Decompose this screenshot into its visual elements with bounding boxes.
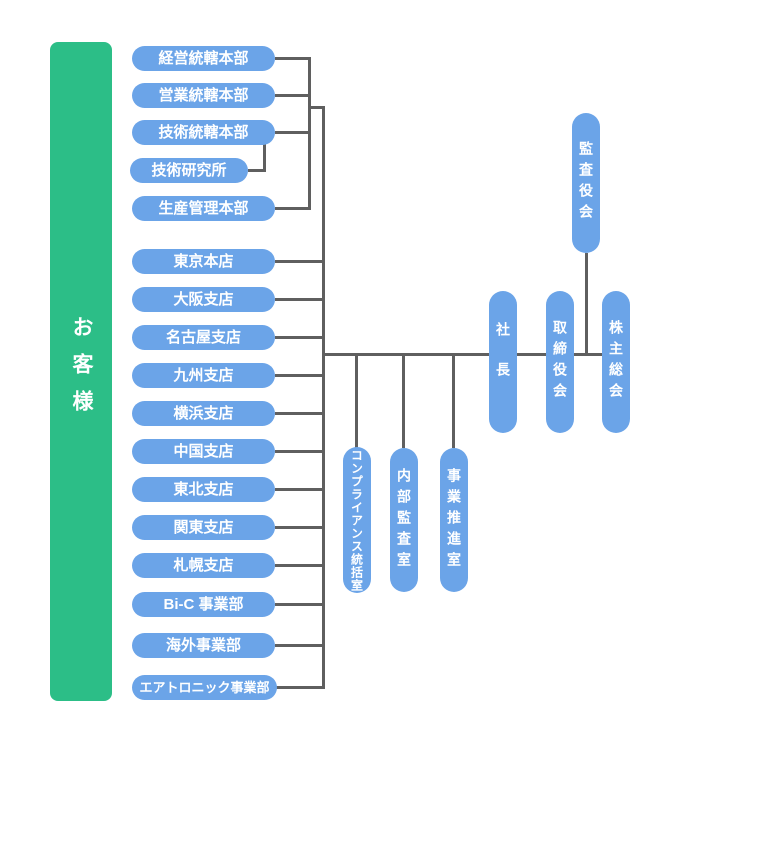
connector-line [275, 686, 322, 689]
node-kyushu-branch: 九州支店 [132, 363, 275, 388]
connector-line [275, 412, 322, 415]
customer-banner: お客様 [50, 42, 112, 701]
connector-line [308, 106, 325, 109]
node-management-hq: 経営統轄本部 [132, 46, 275, 71]
node-production-management-hq: 生産管理本部 [132, 196, 275, 221]
node-sales-hq: 営業統轄本部 [132, 83, 275, 108]
connector-line [275, 298, 322, 301]
node-business-promotion-office: 事業推進室 [440, 448, 468, 592]
connector-line [452, 353, 455, 448]
connector-line [275, 207, 311, 210]
node-overseas-division: 海外事業部 [132, 633, 275, 658]
node-nagoya-branch: 名古屋支店 [132, 325, 275, 350]
connector-line [402, 353, 405, 448]
node-tohoku-branch: 東北支店 [132, 477, 275, 502]
connector-line [263, 144, 266, 172]
connector-line [308, 57, 311, 210]
node-audit-committee: 監査役会 [572, 113, 600, 253]
connector-line [585, 253, 588, 356]
node-airtronic-division: エアトロニック事業部 [132, 675, 277, 700]
connector-line [275, 564, 322, 567]
node-technical-research-institute: 技術研究所 [130, 158, 248, 183]
connector-line [322, 353, 489, 356]
node-sapporo-branch: 札幌支店 [132, 553, 275, 578]
node-yokohama-branch: 横浜支店 [132, 401, 275, 426]
connector-line [574, 353, 602, 356]
node-bic-division: Bi-C 事業部 [132, 592, 275, 617]
connector-line [355, 353, 358, 448]
connector-line [322, 106, 325, 689]
connector-line [275, 450, 322, 453]
connector-line [275, 526, 322, 529]
connector-line [275, 260, 322, 263]
node-board-of-directors: 取締役会 [546, 291, 574, 433]
node-chugoku-branch: 中国支店 [132, 439, 275, 464]
connector-line [275, 336, 322, 339]
connector-line [275, 57, 311, 60]
connector-line [275, 488, 322, 491]
node-shareholders-meeting: 株主総会 [602, 291, 630, 433]
node-internal-audit-office: 内部監査室 [390, 448, 418, 592]
node-president: 社長 [489, 291, 517, 433]
connector-line [248, 169, 266, 172]
connector-line [275, 644, 322, 647]
node-tokyo-main-branch: 東京本店 [132, 249, 275, 274]
connector-line [275, 603, 322, 606]
node-compliance-office: コンプライアンス統括室 [343, 447, 371, 593]
connector-line [517, 353, 546, 356]
node-technology-hq: 技術統轄本部 [132, 120, 275, 145]
connector-line [275, 374, 322, 377]
connector-line [275, 94, 311, 97]
node-kanto-branch: 関東支店 [132, 515, 275, 540]
connector-line [275, 131, 311, 134]
node-osaka-branch: 大阪支店 [132, 287, 275, 312]
